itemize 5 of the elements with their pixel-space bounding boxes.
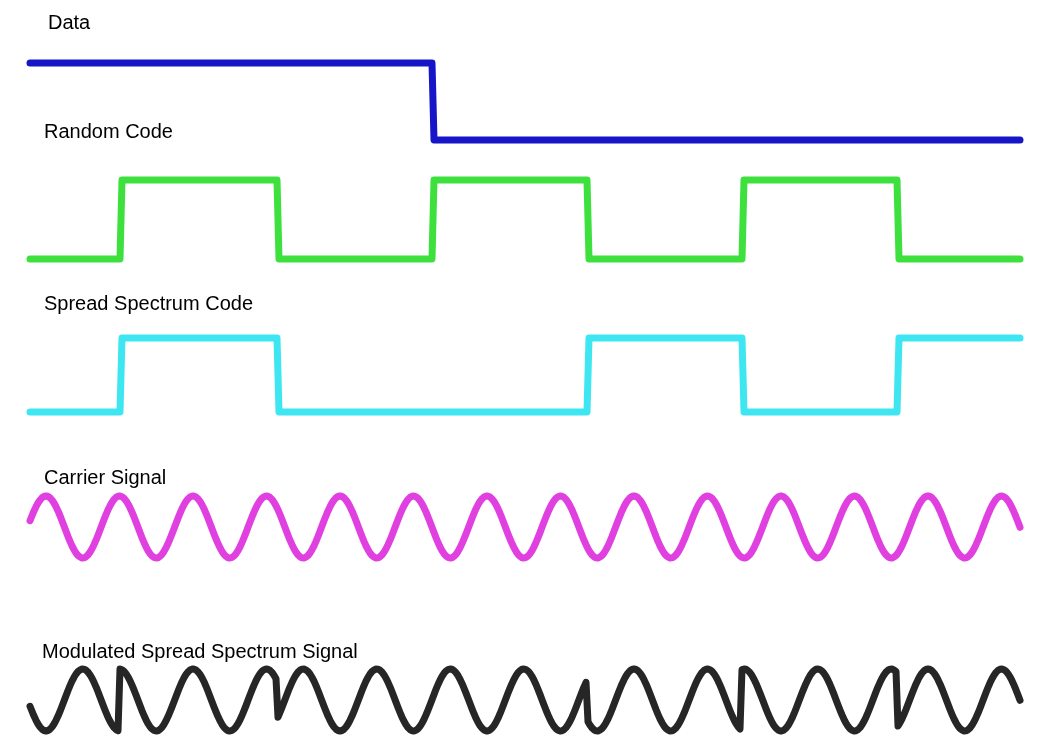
signal-label: Spread Spectrum Code bbox=[44, 291, 253, 315]
signal-label: Data bbox=[48, 10, 91, 34]
signal-label: Carrier Signal bbox=[44, 465, 167, 489]
signal-label: Random Code bbox=[44, 119, 173, 143]
signal-label: Modulated Spread Spectrum Signal bbox=[42, 639, 358, 663]
